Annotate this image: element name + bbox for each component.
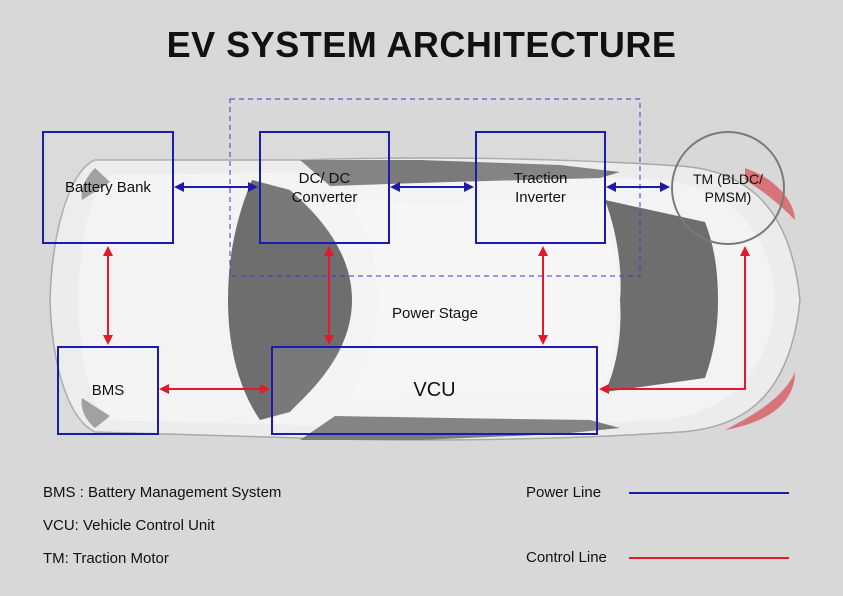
control-line-motor-vcu [599,246,750,394]
inverter-label-line2: Inverter [515,188,566,206]
battery-bank-label: Battery Bank [65,179,151,196]
vcu-block: VCU [271,346,598,435]
bms-block: BMS [57,346,159,435]
bms-label: BMS [91,382,125,399]
inverter-label-line1: Traction [513,169,568,187]
power-stage-label: Power Stage [392,305,478,322]
traction-motor-circle: TM (BLDC/ PMSM) [671,131,785,245]
motor-label-line2: PMSM) [704,189,752,205]
legend-power-swatch [629,492,789,494]
definition-tm: TM: Traction Motor [43,550,169,567]
dcdc-label-line1: DC/ DC [298,169,351,187]
vcu-label: VCU [413,379,456,401]
legend-control-label: Control Line [526,549,607,566]
dcdc-converter-block: DC/ DC Converter [259,131,390,244]
legend-power-label: Power Line [526,484,602,501]
traction-inverter-block: Traction Inverter [475,131,606,244]
headlight-bottom [81,398,110,428]
dcdc-label-line2: Converter [291,188,358,206]
headlight-top [81,168,110,200]
definition-bms: BMS : Battery Management System [43,484,282,501]
legend-control-swatch [629,557,789,559]
taillight-bottom [725,372,795,430]
definition-vcu: VCU: Vehicle Control Unit [43,517,215,534]
car-roof [352,198,617,395]
motor-label-line1: TM (BLDC/ [693,171,763,187]
diagram-title: EV SYSTEM ARCHITECTURE [166,24,677,65]
side-window-top [300,160,620,186]
battery-bank-block: Battery Bank [42,131,174,244]
